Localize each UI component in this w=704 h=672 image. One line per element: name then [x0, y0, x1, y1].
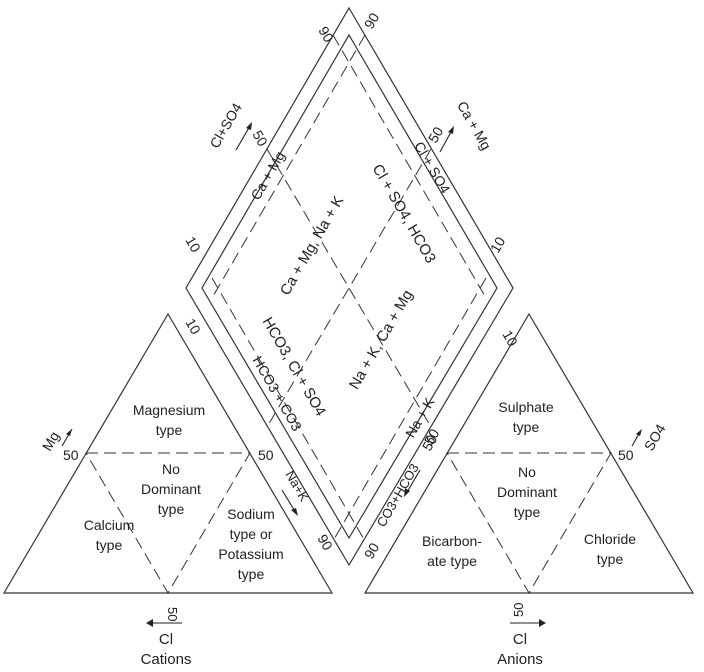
axis-ca-mg-arrow [439, 129, 453, 153]
diamond-grid-line [211, 277, 366, 542]
axis-mg-arrowhead [66, 429, 72, 436]
axis-cl-so4-arrowhead [246, 122, 252, 130]
region-no-dominant-line2: Dominant [497, 484, 557, 500]
region-magnesium-line2: type [156, 422, 183, 438]
axis-ca-mg-label: Ca + Mg [454, 98, 495, 152]
region-sulphate-line2: type [513, 419, 540, 435]
region-chloride-line2: type [597, 551, 624, 567]
axis-ca-mg-arrowhead [448, 126, 454, 134]
tick-low-left-10: 10 [182, 316, 204, 338]
axis-mg-label: Mg [39, 429, 63, 454]
diamond-grid-line [211, 34, 366, 299]
region-bicarbonate-line1: Bicarbon- [422, 533, 482, 549]
tick-bottom-right-90: 90 [361, 540, 383, 562]
diamond-inner-outline [201, 33, 498, 540]
diamond-region-right: Cl + SO4, HCO3 [369, 161, 439, 266]
region-sodium-line4: type [238, 566, 265, 582]
region-sodium-line3: Potassium [218, 546, 283, 562]
axis-nak-arrowhead [291, 508, 298, 516]
region-calcium-line2: type [96, 537, 123, 553]
tick-top-left-90: 90 [315, 24, 337, 46]
diamond-edge-cl-so4: Cl + SO4 [411, 139, 454, 197]
region-no-dominant-line2: Dominant [141, 481, 201, 497]
axis-so4-arrowhead [636, 429, 642, 436]
region-no-dominant-line3: type [514, 504, 541, 520]
cation-triangle-title: Cations [141, 651, 192, 668]
tick-low-right-10: 10 [499, 328, 521, 350]
tick-mid-left-10: 10 [182, 234, 204, 256]
tick-left-50: 50 [63, 447, 79, 463]
region-no-dominant-line3: type [158, 501, 185, 517]
cation-triangle-subdivision [85, 452, 251, 594]
region-no-dominant-line1: No [518, 464, 536, 480]
anion-triangle-subdivision [446, 452, 612, 594]
axis-co3hco3-arrow [405, 469, 421, 495]
diamond-edge-ca-mg: Ca + Mg [247, 148, 288, 202]
region-bicarbonate-line2: ate type [427, 553, 477, 569]
anion-triangle-title: Anions [497, 651, 543, 668]
axis-co3hco3-label: CO3+HCO3 [374, 461, 422, 530]
axis-cl-label: Cl [159, 631, 173, 648]
tick-right-50: 50 [618, 447, 634, 463]
axis-so4-label: SO4 [641, 421, 669, 453]
axis-cl-so4-arrow [235, 125, 251, 151]
region-chloride-line1: Chloride [584, 531, 636, 547]
anion-triangle: Sulphate type No Dominant type Bicarbon-… [363, 312, 695, 668]
diamond-region-top: Ca + Mg, Na + K [277, 193, 348, 298]
diamond-field: Ca + Mg, Na + K Cl + SO4, HCO3 HCO3, Cl … [182, 6, 521, 567]
axis-cl-so4-label: Cl+SO4 [206, 100, 245, 151]
region-no-dominant-line1: No [162, 461, 180, 477]
tick-right-50: 50 [258, 447, 274, 463]
tick-mid-right-10: 10 [487, 234, 509, 256]
tick-bottom-50: 50 [511, 603, 526, 617]
region-sulphate-line1: Sulphate [498, 399, 553, 415]
axis-cl-arrowhead [539, 619, 546, 627]
region-sodium-line1: Sodium [227, 506, 274, 522]
tick-upper-left-50: 50 [249, 128, 271, 150]
tick-lower-right-50: 50 [421, 426, 443, 448]
diamond-outline [185, 6, 514, 567]
region-calcium-line1: Calcium [84, 517, 135, 533]
tick-top-right-90: 90 [361, 10, 383, 32]
tick-bottom-left-90: 90 [314, 532, 336, 554]
axis-cl-arrowhead [146, 619, 153, 627]
axis-cl-label: Cl [513, 631, 527, 648]
tick-bottom-50: 50 [165, 607, 180, 621]
axis-co3hco3-arrowhead [404, 488, 410, 497]
diamond-grid-line [332, 34, 487, 299]
region-magnesium-line1: Magnesium [133, 402, 205, 418]
tick-upper-right-50: 50 [425, 124, 447, 146]
region-sodium-line2: type or [230, 526, 273, 542]
cation-triangle: Magnesium type No Dominant type Calcium … [2, 312, 334, 668]
diamond-region-bottom: Na + K, Ca + Mg [346, 287, 417, 392]
diamond-grid-line [332, 277, 487, 542]
